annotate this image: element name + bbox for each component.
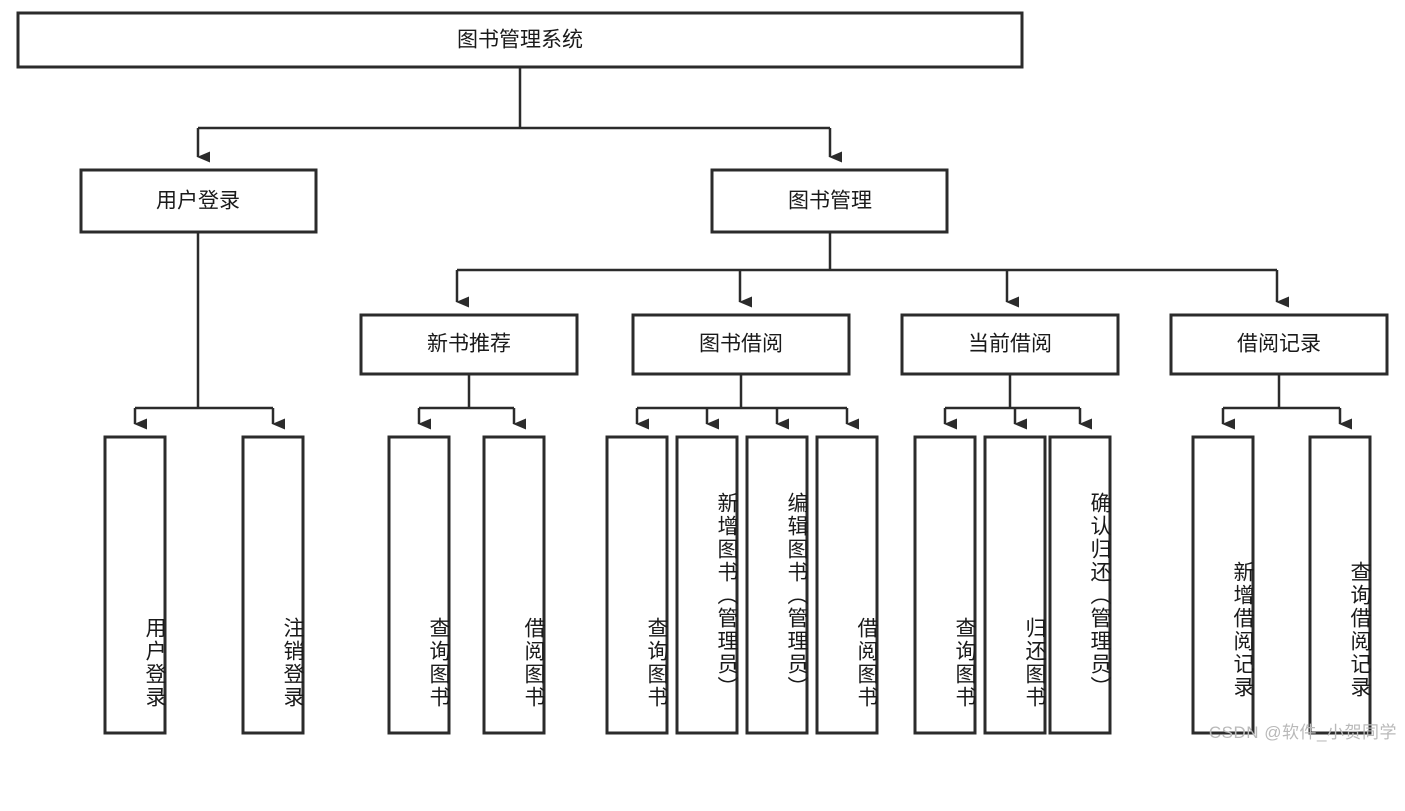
leaf-box-query-book-cur[interactable] — [913, 435, 977, 735]
node-new-book-recommend-label: 新书推荐 — [427, 333, 511, 356]
connector-group-borrow — [635, 374, 859, 430]
node-user-login[interactable]: 用户登录 — [79, 168, 318, 234]
node-user-login-box[interactable] — [79, 168, 318, 234]
connector-group-root — [196, 67, 842, 163]
leaf-box-query-book-rec[interactable] — [387, 435, 451, 735]
node-book-borrow-label: 图书借阅 — [699, 333, 783, 356]
flowchart-canvas: 图书管理系统 用户登录 图书管理 新书推荐 图书借阅 当前借阅 借阅记录 — [16, 11, 1397, 742]
node-borrow-records[interactable]: 借阅记录 — [1169, 313, 1389, 376]
leaf-box-borrow-book-rec[interactable] — [482, 435, 546, 735]
node-borrow-records-box[interactable] — [1169, 313, 1389, 376]
connector-group-newbook — [417, 374, 526, 430]
node-new-book-recommend[interactable]: 新书推荐 — [359, 313, 579, 376]
leaf-box-confirm-return[interactable] — [1048, 435, 1112, 735]
node-book-borrow[interactable]: 图书借阅 — [631, 313, 851, 376]
node-book-management-box[interactable] — [710, 168, 949, 234]
leaf-box-lend-book[interactable] — [815, 435, 879, 735]
node-book-management[interactable]: 图书管理 — [710, 168, 949, 234]
leaf-box-query-book-borrow[interactable] — [605, 435, 669, 735]
node-current-borrow[interactable]: 当前借阅 — [900, 313, 1120, 376]
connector-group-book-manage — [455, 232, 1289, 308]
leaf-box-user-login[interactable] — [103, 435, 167, 735]
connector-group-current — [943, 374, 1092, 430]
node-book-borrow-box[interactable] — [631, 313, 851, 376]
tree-diagram-svg: 图书管理系统 用户登录 图书管理 新书推荐 图书借阅 当前借阅 借阅记录 — [16, 11, 1389, 735]
node-user-login-label: 用户登录 — [156, 190, 240, 213]
connector-group-user-login — [133, 232, 285, 430]
leaf-box-edit-book-admin[interactable] — [745, 435, 809, 735]
node-borrow-records-label: 借阅记录 — [1237, 333, 1321, 356]
node-root-label: 图书管理系统 — [457, 29, 583, 52]
leaf-box-add-record[interactable] — [1191, 435, 1255, 735]
leaf-box-query-record[interactable] — [1308, 435, 1372, 735]
node-current-borrow-box[interactable] — [900, 313, 1120, 376]
node-root[interactable]: 图书管理系统 — [16, 11, 1024, 69]
connector-group-records — [1221, 374, 1352, 430]
node-current-borrow-label: 当前借阅 — [968, 333, 1052, 356]
leaf-box-return-book[interactable] — [983, 435, 1047, 735]
node-new-book-recommend-box[interactable] — [359, 313, 579, 376]
csdn-watermark: CSDN @软件_小贺同学 — [1208, 723, 1397, 742]
leaf-box-add-book-admin[interactable] — [675, 435, 739, 735]
leaf-box-logout[interactable] — [241, 435, 305, 735]
node-book-management-label: 图书管理 — [788, 190, 872, 213]
node-root-box[interactable] — [16, 11, 1024, 69]
